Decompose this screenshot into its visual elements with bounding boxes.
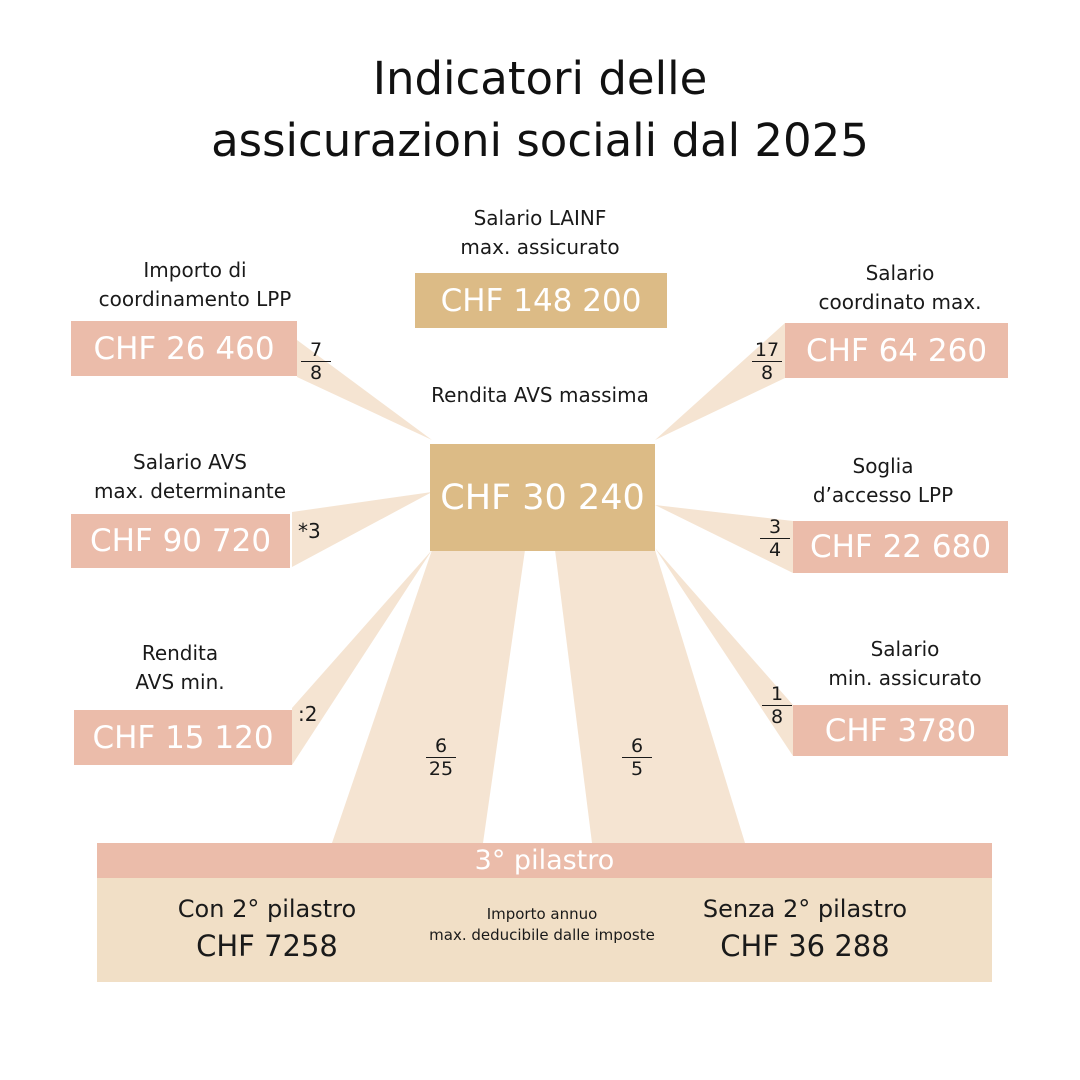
min-insured-label: Salario min. assicurato — [828, 637, 982, 690]
pillar-without-value: CHF 36 288 — [720, 929, 890, 963]
coord-max-value-box: CHF 64 260 — [785, 323, 1008, 378]
min-insured-fraction: 1 8 — [762, 683, 792, 728]
pillar-with-label: Con 2° pilastro — [177, 895, 357, 923]
pillar-without-label: Senza 2° pilastro — [702, 895, 908, 923]
avs-min-value-box: CHF 15 120 — [74, 710, 292, 765]
ray-coordination — [297, 340, 432, 440]
pillar-left-fraction: 6 25 — [426, 735, 456, 780]
coord-max-fraction: 17 8 — [752, 339, 782, 384]
lainf-label: Salario LAINF max. assicurato — [460, 206, 620, 259]
threshold-value-box: CHF 22 680 — [793, 521, 1008, 573]
center-label: Rendita AVS massima — [431, 383, 649, 407]
ray-coord-max — [655, 323, 785, 440]
avs-salary-operator: *3 — [298, 519, 321, 543]
ray-threshold — [655, 505, 793, 573]
pillar-with-2nd: Con 2° pilastro CHF 7258 — [137, 892, 397, 966]
center-value-box: CHF 30 240 — [430, 444, 655, 551]
pillar-right-fraction: 6 5 — [622, 735, 652, 780]
lainf-value-box: CHF 148 200 — [415, 273, 667, 328]
pillar-middle-note: Importo annuo max. deducibile dalle impo… — [429, 905, 655, 944]
threshold-fraction: 3 4 — [760, 516, 790, 561]
avs-min-operator: :2 — [298, 702, 318, 726]
page-title: Indicatori delle assicurazioni sociali d… — [0, 48, 1080, 172]
ray-pillar-right — [555, 550, 745, 843]
ray-pillar-left — [332, 550, 525, 843]
avs-salary-value-box: CHF 90 720 — [71, 514, 290, 568]
title-line-2: assicurazioni sociali dal 2025 — [211, 114, 869, 167]
pillar-body: Con 2° pilastro CHF 7258 Importo annuo m… — [97, 878, 992, 982]
avs-min-label: Rendita AVS min. — [135, 641, 225, 694]
coordination-label: Importo di coordinamento LPP — [98, 258, 292, 311]
min-insured-value-box: CHF 3780 — [793, 705, 1008, 756]
coord-max-label: Salario coordinato max. — [818, 261, 982, 314]
pillar-without-2nd: Senza 2° pilastro CHF 36 288 — [680, 892, 930, 966]
avs-salary-label: Salario AVS max. determinante — [93, 450, 287, 503]
title-line-1: Indicatori delle — [372, 52, 708, 105]
pillar-with-value: CHF 7258 — [196, 929, 338, 963]
pillar-header: 3° pilastro — [97, 843, 992, 878]
ray-min-insured — [655, 548, 793, 756]
ray-avs-salary — [292, 492, 432, 567]
threshold-label: Soglia d’accesso LPP — [812, 454, 954, 507]
ray-avs-min — [292, 550, 432, 765]
coordination-value-box: CHF 26 460 — [71, 321, 297, 376]
coordination-fraction: 7 8 — [301, 339, 331, 384]
